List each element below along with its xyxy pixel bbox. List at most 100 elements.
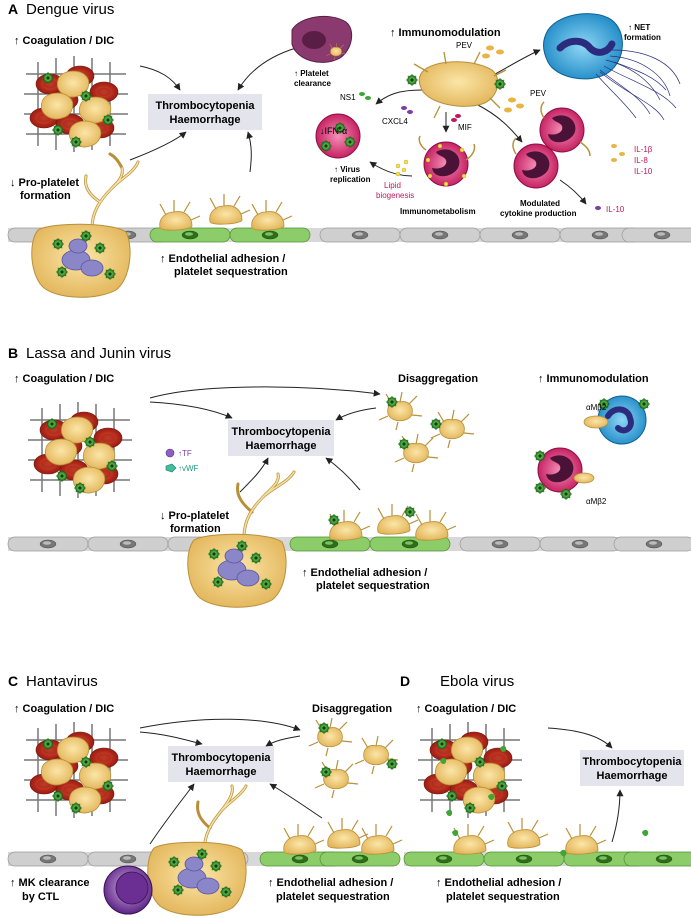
panel-c-endothelial-line2: platelet sequestration (276, 891, 390, 903)
panel-c-mk-line2: by CTL (22, 891, 60, 903)
panel-b-free-platelet (394, 433, 439, 473)
panel-a-lipid-line2: biogenesis (376, 191, 414, 200)
panel-a-modulated-line2: cytokine production (500, 209, 577, 218)
panel-a-il8-label: IL-8 (634, 156, 648, 165)
panel-a-endothelial-line2: platelet sequestration (174, 266, 288, 278)
panel-a-clearance-line1: ↑ Platelet (294, 69, 329, 78)
panel-a-clearance-line2: clearance (294, 79, 331, 88)
panel-b-proplatelet-line2: formation (170, 523, 221, 535)
panel-a-cxcl4-molecules (401, 106, 413, 114)
panel-a-ns1-label: NS1 (340, 93, 356, 102)
panel-a-letter: A (8, 1, 18, 17)
panel-d-box-line1: Thrombocytopenia (582, 756, 682, 768)
panel-a-megakaryocyte (32, 152, 140, 297)
panel-a-endothelium (7, 227, 691, 243)
panel-c-cytotoxic-t-cell (103, 865, 153, 915)
panel-c-mk-line1: ↑ MK clearance (10, 877, 89, 889)
panel-b-integrin-upper: αMβ2 (586, 403, 607, 412)
panel-a-box-line1: Thrombocytopenia (155, 100, 255, 112)
panel-a-immunometabolism-monocyte (418, 135, 476, 187)
panel-b-immunomodulation-label: ↑ Immunomodulation (538, 373, 649, 385)
panel-a-mif-label: MIF (458, 123, 472, 132)
panel-a-modulated-line1: Modulated (520, 199, 560, 208)
panel-a-lipid-line1: Lipid (384, 181, 401, 190)
panel-a-cxcl4-label: CXCL4 (382, 117, 408, 126)
panel-d-coagulation-label: ↑ Coagulation / DIC (416, 703, 516, 715)
panel-d-viral-particles (440, 745, 507, 817)
panel-a-immunomodulation-label: ↑ Immunomodulation (390, 27, 501, 39)
panel-d-adherent-platelet (507, 817, 549, 849)
panel-d-letter: D (400, 673, 410, 689)
panel-a-ifn-label: ↓IFN-α (320, 126, 347, 136)
panel-a-pev-label-1: PEV (456, 41, 473, 50)
panel-a-ns1-molecules (359, 92, 371, 100)
panel-d-adherent-platelet (565, 823, 607, 855)
panel-c-letter: C (8, 673, 18, 689)
panel-a-immunometabolism-label: Immunometabolism (400, 207, 476, 216)
panel-d-outcome-box (580, 750, 684, 786)
panel-c-endothelial-line1: ↑ Endothelial adhesion / (268, 877, 393, 889)
panel-b-disaggregation-label: Disaggregation (398, 373, 478, 385)
panel-a-virus-replication-line1: ↑ Virus (334, 165, 361, 174)
panel-a-virus-replication-line2: replication (330, 175, 371, 184)
panel-b-monocyte (533, 447, 595, 501)
panel-c-clot (24, 722, 128, 818)
panel-a-cytokines-upper (611, 144, 625, 162)
panel-b-tf-label: ↑TF (178, 449, 192, 458)
panel-d-endothelial-line1: ↑ Endothelial adhesion / (436, 877, 561, 889)
panel-b-tf-molecule (165, 448, 175, 458)
panel-b-clot (28, 402, 132, 498)
panel-a-il1b-label: IL-1β (634, 145, 653, 154)
panel-b-outcome-box (228, 420, 334, 456)
panel-b-vwf-label: ↑vWF (178, 464, 199, 473)
panel-c-box-line1: Thrombocytopenia (171, 752, 271, 764)
panel-b-box-line2: Haemorrhage (246, 440, 317, 452)
panel-a-central-platelet (405, 51, 507, 119)
panel-a-clearance-macrophage (291, 16, 353, 63)
panel-c-box-line2: Haemorrhage (186, 766, 257, 778)
panel-a-il10-label-upper: IL-10 (634, 167, 653, 176)
panel-d-endothelium (403, 851, 691, 867)
panel-b-endothelial-line1: ↑ Endothelial adhesion / (302, 567, 427, 579)
panel-c-free-platelet (314, 759, 359, 799)
panel-d: D Ebola virus ↑ Coagulation / DIC Thromb… (400, 673, 691, 903)
panel-b-neutrophil (583, 395, 651, 445)
panel-c-disaggregation-label: Disaggregation (312, 703, 392, 715)
panel-c-coagulation-label: ↑ Coagulation / DIC (14, 703, 114, 715)
panel-b-arrows (149, 386, 381, 493)
panel-a-proplatelet-line1: ↓ Pro-platelet (10, 177, 79, 189)
panel-a-proplatelet-line2: formation (20, 190, 71, 202)
panel-b-vwf-molecule (165, 463, 177, 473)
panel-a-monocyte-upper (539, 101, 591, 157)
panel-b-proplatelet-line1: ↓ Pro-platelet (160, 510, 229, 522)
panel-b-megakaryocyte (188, 470, 296, 607)
panel-b-integrin-lower: αMβ2 (586, 497, 607, 506)
panel-a-clot (24, 56, 128, 152)
panel-b-title: Lassa and Junin virus (26, 345, 171, 362)
panel-a-title: Dengue virus (26, 1, 114, 18)
panel-a-il10-molecule (595, 206, 601, 210)
panel-c: C Hantavirus ↑ Coagulation / DIC Thrombo… (7, 673, 403, 915)
panel-b-adherent-platelet (415, 509, 457, 541)
panel-c-title: Hantavirus (26, 673, 98, 690)
panel-c-arrows (139, 718, 323, 845)
panel-c-adherent-platelet (361, 823, 403, 855)
panel-a-infected-monocyte (315, 113, 361, 159)
panel-b-free-platelet (430, 409, 475, 449)
panel-d-arrows (547, 727, 624, 843)
panel-a-box-line2: Haemorrhage (170, 114, 241, 126)
panel-a-adherent-platelet (209, 193, 251, 225)
panel-c-free-platelet (308, 717, 353, 757)
panel-c-adherent-platelet (327, 817, 369, 849)
panel-a-adherent-platelet (251, 199, 293, 231)
panel-a-monocyte-lower (512, 137, 559, 189)
panel-b: B Lassa and Junin virus ↑ Coagulation / … (7, 345, 691, 607)
panel-b-free-platelet (378, 391, 423, 431)
panel-b-adherent-platelet (329, 509, 371, 541)
panel-b-box-line1: Thrombocytopenia (231, 426, 331, 438)
panel-a-lipid-droplets (395, 159, 409, 177)
panel-a-pev-label-2: PEV (530, 89, 547, 98)
panel-a-adherent-platelet (159, 199, 201, 231)
panel-b-virus (403, 505, 417, 519)
panel-a-endothelial-line1: ↑ Endothelial adhesion / (160, 253, 285, 265)
